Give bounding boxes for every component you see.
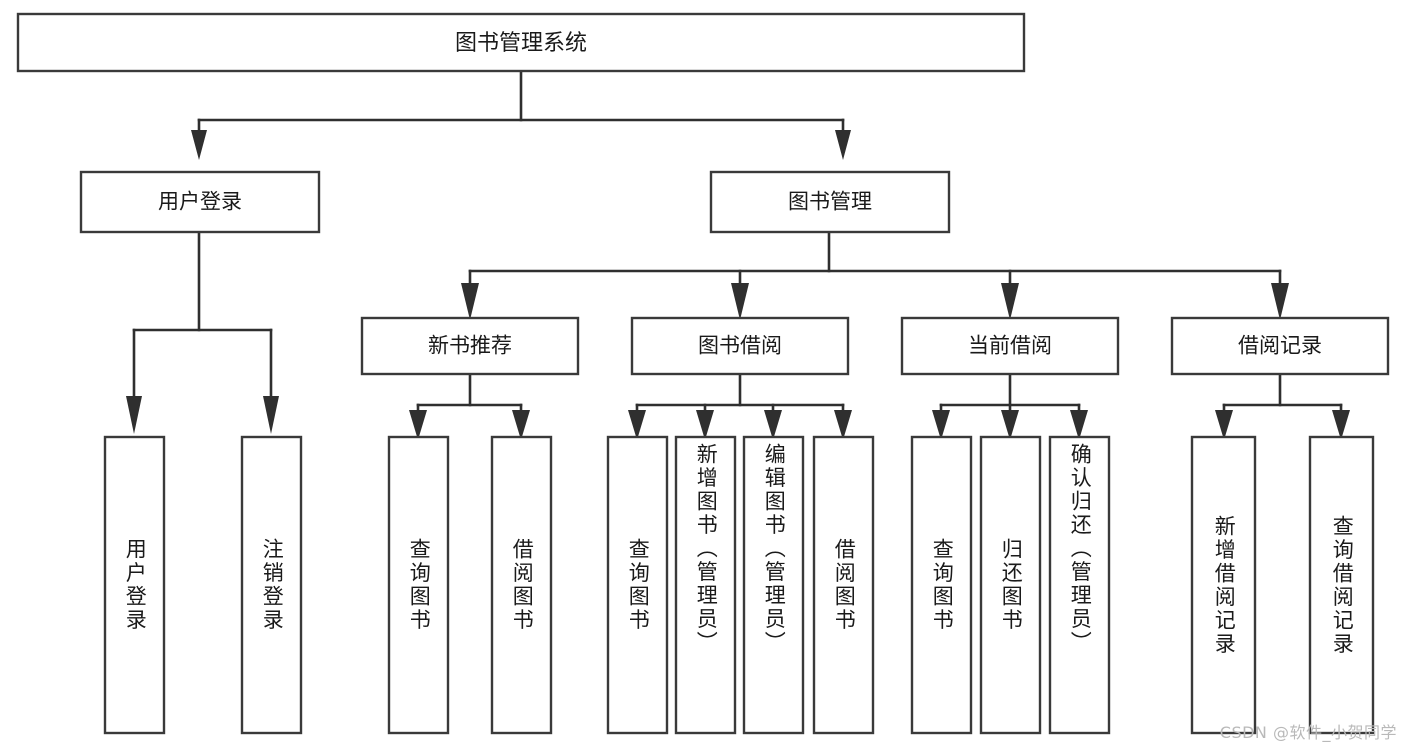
leaf-box-layer[interactable] [103, 435, 1375, 735]
arrow-to-leaf-query-book-2 [628, 410, 646, 440]
arrow-to-leaf-query-book-3 [932, 410, 950, 440]
arrow-to-leaf-query-record [1332, 410, 1350, 440]
node-book-borrow-box[interactable] [630, 316, 850, 376]
node-new-book-recommend-label: 新书推荐 [428, 335, 512, 358]
arrow-to-leaf-add-book [696, 410, 714, 440]
node-current-borrow-box[interactable] [900, 316, 1120, 376]
arrow-to-current-borrow [1001, 283, 1019, 320]
node-root-label: 图书管理系统 [455, 30, 587, 55]
connector-layer [126, 69, 1350, 440]
arrow-to-leaf-borrow-book-1 [512, 410, 530, 440]
node-leaf-query-book-1-box[interactable] [387, 435, 450, 735]
node-leaf-edit-book-box[interactable] [742, 435, 805, 735]
node-leaf-user-login-box[interactable] [103, 435, 166, 735]
node-leaf-query-book-3-box[interactable] [910, 435, 973, 735]
arrow-to-new-book-recommend [461, 283, 479, 320]
node-book-borrow[interactable]: 图书借阅 [630, 316, 850, 376]
node-borrow-record[interactable]: 借阅记录 [1170, 316, 1390, 376]
node-leaf-add-book-box[interactable] [674, 435, 737, 735]
node-borrow-record-box[interactable] [1170, 316, 1390, 376]
node-leaf-borrow-book-2-box[interactable] [812, 435, 875, 735]
node-user-login-label: 用户登录 [158, 191, 242, 214]
node-current-borrow-label: 当前借阅 [968, 335, 1052, 358]
arrow-to-book-borrow [731, 283, 749, 320]
node-root[interactable]: 图书管理系统 [16, 12, 1026, 73]
node-book-borrow-label: 图书借阅 [698, 335, 782, 358]
csdn-watermark: CSDN @软件_小贺同学 [1219, 723, 1397, 742]
arrow-to-leaf-confirm-return [1070, 410, 1088, 440]
arrow-to-leaf-return-book [1001, 410, 1019, 440]
node-leaf-add-record-box[interactable] [1190, 435, 1257, 735]
arrow-to-leaf-edit-book [764, 410, 782, 440]
arrow-to-leaf-add-record [1215, 410, 1233, 440]
node-leaf-borrow-book-1-box[interactable] [490, 435, 553, 735]
node-borrow-record-label: 借阅记录 [1238, 335, 1322, 358]
node-leaf-query-book-2-box[interactable] [606, 435, 669, 735]
node-book-manage[interactable]: 图书管理 [709, 170, 951, 234]
node-root-box[interactable] [16, 12, 1026, 73]
node-book-manage-label: 图书管理 [788, 191, 872, 214]
node-leaf-confirm-return-box[interactable] [1048, 435, 1111, 735]
node-current-borrow[interactable]: 当前借阅 [900, 316, 1120, 376]
arrow-to-leaf-query-book-1 [409, 410, 427, 440]
arrow-to-leaf-user-logout [263, 396, 279, 434]
node-leaf-user-logout-box[interactable] [240, 435, 303, 735]
arrow-to-borrow-record [1271, 283, 1289, 320]
node-book-manage-box[interactable] [709, 170, 951, 234]
arrow-to-user-login [191, 130, 207, 160]
arrow-to-leaf-user-login [126, 396, 142, 434]
node-leaf-return-book-box[interactable] [979, 435, 1042, 735]
node-new-book-recommend[interactable]: 新书推荐 [360, 316, 580, 376]
node-user-login[interactable]: 用户登录 [79, 170, 321, 234]
arrow-to-leaf-borrow-book-2 [834, 410, 852, 440]
node-new-book-recommend-box[interactable] [360, 316, 580, 376]
node-user-login-box[interactable] [79, 170, 321, 234]
node-leaf-query-record-box[interactable] [1308, 435, 1375, 735]
arrow-to-book-manage [835, 130, 851, 160]
